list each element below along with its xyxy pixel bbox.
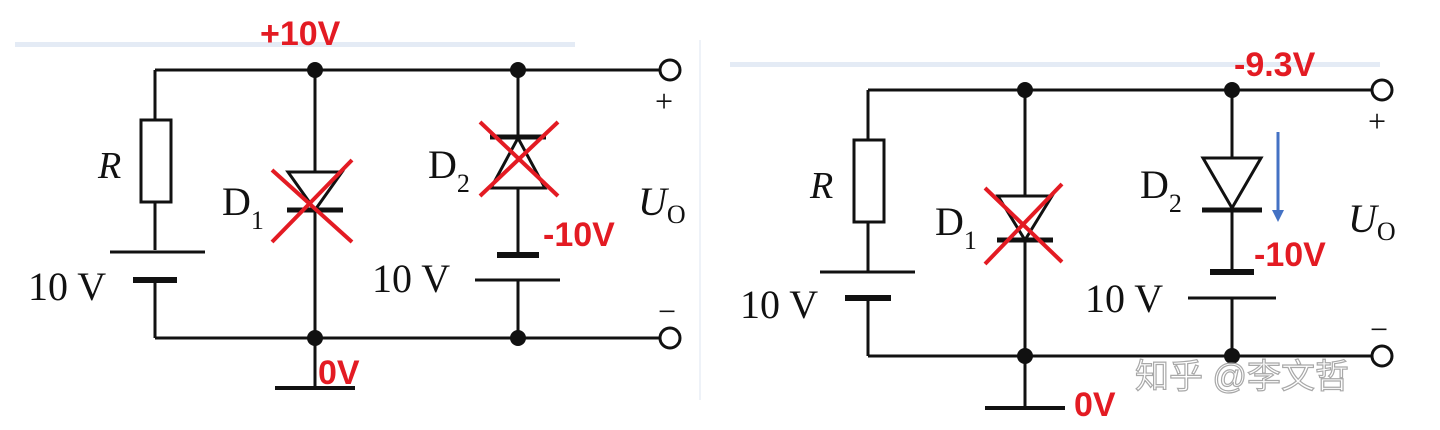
right-annotation-bottom: 0V [1074, 386, 1116, 424]
right-resistor-label: R [809, 165, 833, 207]
right-output-terminal-plus [1370, 78, 1394, 102]
left-d1-cross-mark [270, 158, 354, 244]
right-circuit: R 10 V D1 D2 10 V UO + − -9.3V -10V 0V [740, 46, 1396, 424]
left-minus-sign: − [658, 293, 676, 329]
left-circuit: R 10 V D1 D2 10 V UO + − +10V -10V 0V [28, 15, 686, 392]
right-output-terminal-minus [1370, 344, 1394, 368]
left-node-top-d1 [307, 62, 323, 78]
right-diode-d2 [1200, 156, 1264, 213]
left-output-terminal-minus [658, 326, 682, 350]
right-node-top-d1 [1017, 82, 1033, 98]
left-annotation-top: +10V [260, 15, 341, 53]
right-d1-cross-mark [983, 182, 1064, 266]
right-battery2-label: 10 V [1085, 276, 1163, 321]
left-annotation-bottom: 0V [318, 354, 360, 392]
right-d2-label: D2 [1140, 162, 1182, 218]
left-output-label: UO [638, 179, 686, 229]
left-output-terminal-plus [658, 58, 682, 82]
right-annotation-d2: -10V [1254, 236, 1326, 274]
right-annotation-top: -9.3V [1234, 46, 1316, 84]
left-node-top-d2 [510, 62, 526, 78]
right-current-arrow [1272, 132, 1284, 222]
right-output-label: UO [1348, 196, 1396, 246]
right-resistor [852, 138, 886, 224]
left-plus-sign: + [655, 83, 673, 119]
right-d1-label: D1 [935, 199, 977, 255]
right-minus-sign: − [1370, 311, 1388, 347]
watermark: 知乎 @李文哲 [1135, 358, 1349, 396]
left-battery2-label: 10 V [372, 256, 450, 301]
left-resistor-label: R [97, 145, 121, 187]
left-resistor [139, 118, 173, 204]
left-node-bottom-d1 [307, 330, 323, 346]
right-node-bottom-d1 [1017, 348, 1033, 364]
left-battery-label: 10 V [28, 264, 106, 309]
right-node-top-d2 [1224, 82, 1240, 98]
right-battery-label: 10 V [740, 282, 818, 327]
right-plus-sign: + [1368, 103, 1386, 139]
left-d2-label: D2 [428, 142, 470, 198]
left-d2-cross-mark [478, 120, 560, 198]
panel-edges [15, 40, 1380, 400]
left-node-bottom-d2 [510, 330, 526, 346]
left-d1-label: D1 [222, 179, 264, 235]
left-annotation-d2: -10V [543, 216, 615, 254]
right-node-bottom-d2 [1224, 348, 1240, 364]
